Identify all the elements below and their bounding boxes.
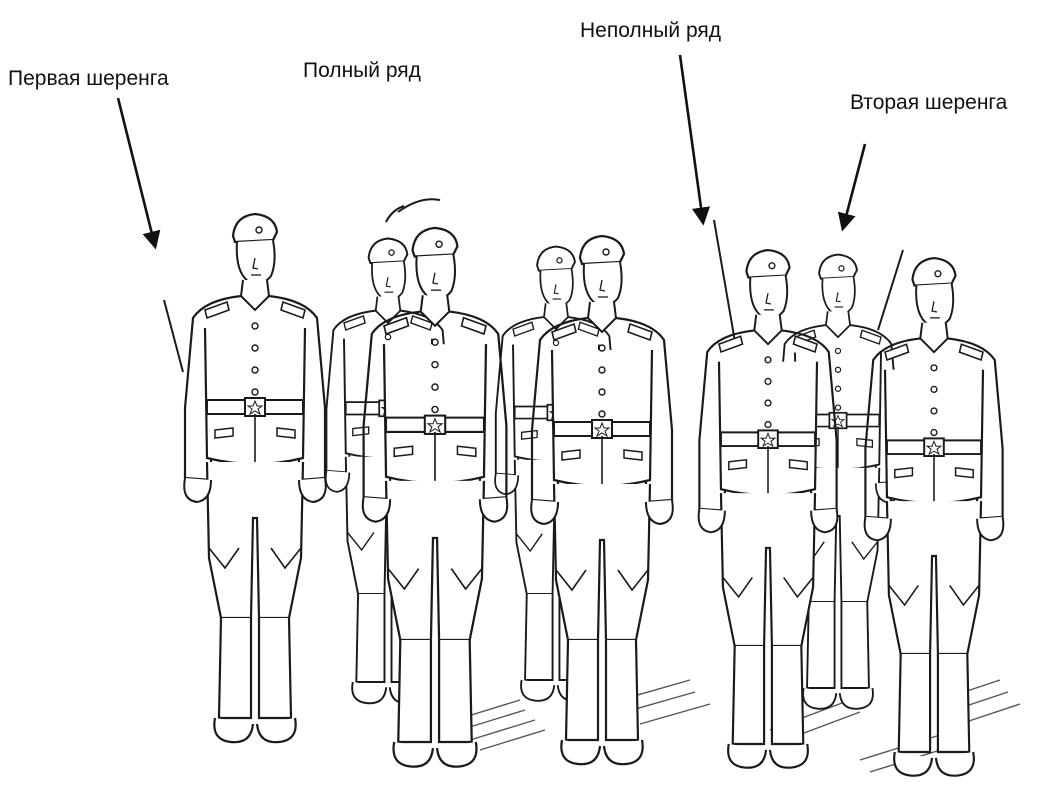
arrow-first-rank <box>118 98 155 246</box>
guide-line-second-rank <box>878 250 903 330</box>
arrow-second-rank <box>843 144 865 228</box>
bracket-full-row <box>386 199 440 222</box>
arrow-incomplete-row <box>680 55 703 222</box>
guide-line-first-rank <box>164 300 183 372</box>
guide-line-incomplete <box>714 220 735 342</box>
soldier-front-5 <box>865 258 1004 776</box>
soldier-front-1 <box>184 214 326 742</box>
